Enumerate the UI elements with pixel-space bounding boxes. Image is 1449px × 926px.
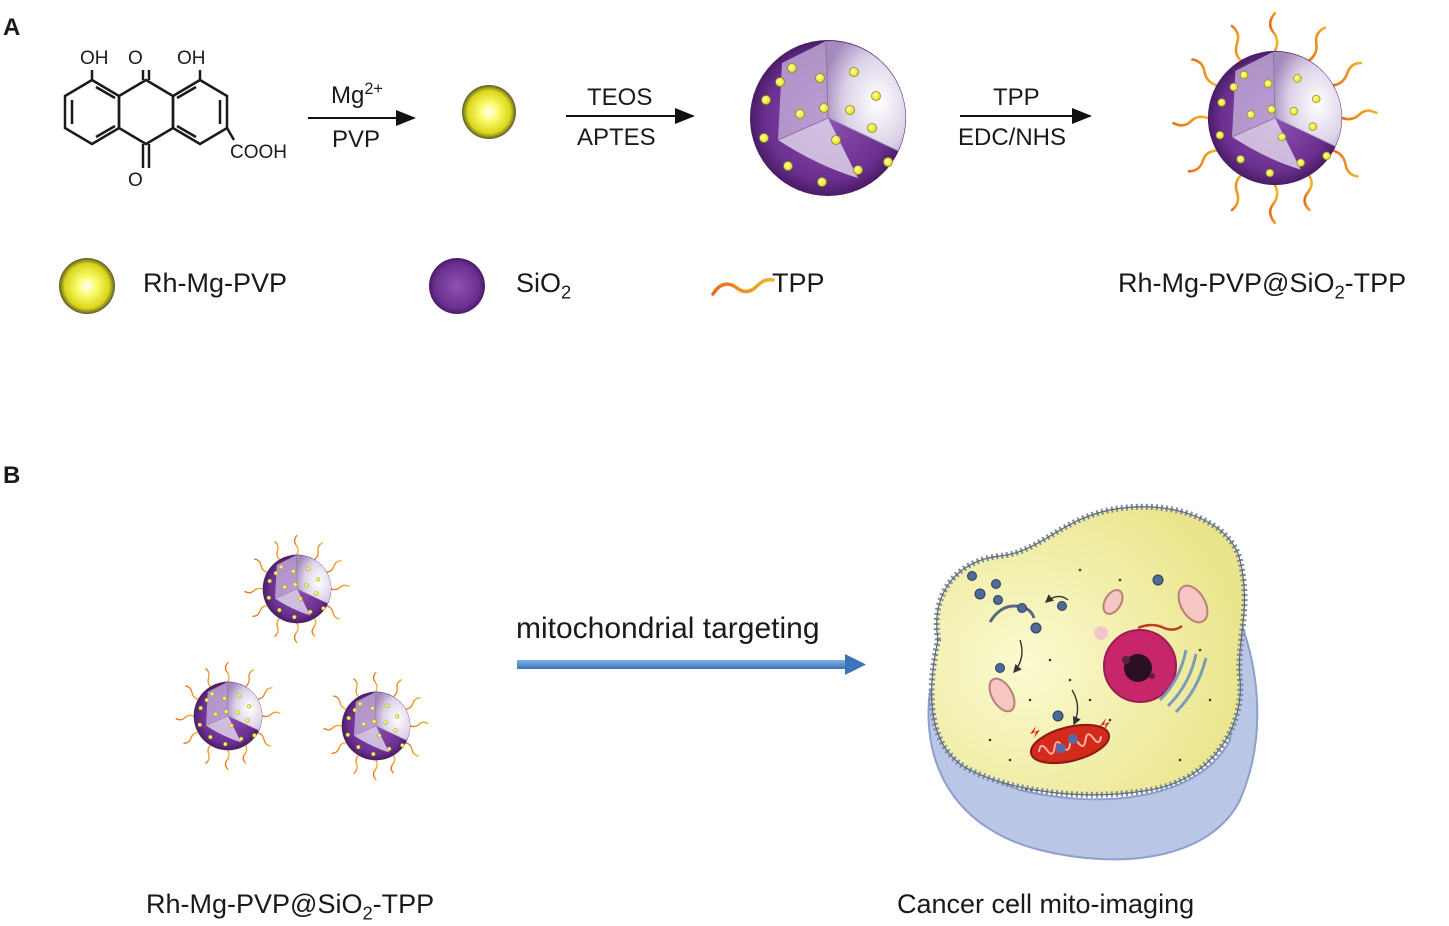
- molecule-oh-right: OH: [177, 48, 206, 69]
- rh-mg-pvp-core-particle: [462, 85, 516, 139]
- step3-reagent-top: TPP: [993, 84, 1040, 111]
- vesicle-pink: [1094, 626, 1108, 640]
- legend-sio2-sub: 2: [561, 281, 572, 303]
- product-label-pre: Rh-Mg-PVP@SiO: [1118, 268, 1335, 298]
- tpp-functionalized-particle: [1172, 11, 1378, 225]
- step3-reagent-bottom: EDC/NHS: [958, 124, 1067, 151]
- organelle-left: [988, 677, 1016, 713]
- targeting-arrow: [517, 654, 866, 675]
- cytoplasm-specks: [988, 568, 1212, 762]
- cancer-cell: [927, 503, 1259, 861]
- left-caption: Rh-Mg-PVP@SiO2-TPP: [146, 889, 434, 924]
- targeting-arrow-label: mitochondrial targeting: [516, 612, 820, 645]
- silica-coated-particle: [749, 39, 907, 197]
- legend-tpp-icon: [711, 277, 775, 296]
- trafficking-arrows: [1013, 594, 1081, 726]
- rhein-molecule: [63, 70, 236, 168]
- organelle-top-right: [1177, 584, 1209, 624]
- fluorescence-sparks: [1030, 718, 1110, 738]
- step1-mg: Mg: [331, 82, 365, 109]
- product-label-post: -TPP: [1344, 268, 1407, 298]
- legend-sio2-main: SiO: [516, 268, 562, 298]
- molecule-o-top: O: [128, 48, 143, 69]
- legend-sio2-icon: [429, 258, 485, 314]
- nanoparticle-dots: [967, 571, 1164, 722]
- right-caption: Cancer cell mito-imaging: [897, 889, 1195, 919]
- nucleus: [1103, 629, 1177, 703]
- panel-b-particle-left: [175, 661, 281, 771]
- organelle-top-mid: [1102, 589, 1124, 615]
- step2-reagent-top: TEOS: [587, 84, 653, 111]
- mitochondrion: [1029, 723, 1111, 765]
- legend-rh-mg-pvp-icon: [59, 258, 115, 314]
- golgi-apparatus: [1158, 649, 1208, 714]
- panel-b-letter: B: [3, 462, 21, 489]
- molecule-cooh: COOH: [230, 142, 287, 163]
- step1-charge: 2+: [364, 80, 383, 98]
- legend-tpp-label: TPP: [772, 268, 825, 298]
- left-caption-pre: Rh-Mg-PVP@SiO: [146, 889, 363, 919]
- legend-sio2-label: SiO2: [516, 268, 571, 303]
- product-label-sub: 2: [1334, 281, 1345, 303]
- panel-a-letter: A: [3, 14, 21, 41]
- step1-reagent-bottom: PVP: [332, 126, 381, 153]
- step2-reagent-bottom: APTES: [577, 124, 656, 151]
- endocytosis-pocket: [988, 604, 1036, 623]
- legend-rh-mg-pvp-label: Rh-Mg-PVP: [143, 268, 288, 298]
- left-caption-post: -TPP: [372, 889, 435, 919]
- step1-reagent-top: Mg2+: [331, 80, 383, 110]
- panel-b-particle-right: [323, 671, 429, 781]
- molecule-o-bottom: O: [128, 170, 143, 191]
- molecule-oh-left: OH: [80, 48, 109, 69]
- panel-b-particle-top: [244, 534, 350, 644]
- product-label: Rh-Mg-PVP@SiO2-TPP: [1118, 268, 1406, 303]
- left-caption-sub: 2: [362, 902, 373, 924]
- er-strand: [1137, 623, 1183, 631]
